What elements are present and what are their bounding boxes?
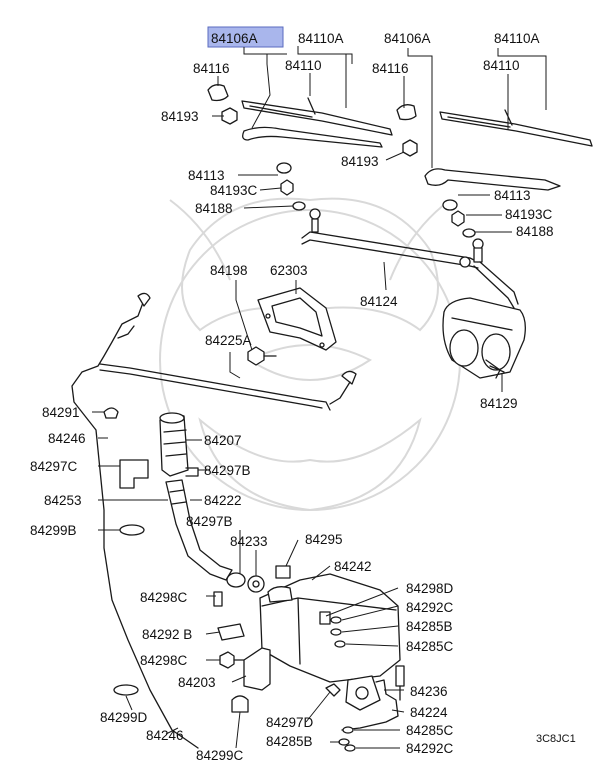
label-84193C-left[interactable]: 84193C xyxy=(210,183,258,198)
clamp-84299B xyxy=(119,524,145,536)
clamp-84297B-upper xyxy=(185,467,199,477)
label-84246-top[interactable]: 84246 xyxy=(48,431,86,446)
washer-84292C-top xyxy=(330,616,342,624)
label-84225A[interactable]: 84225A xyxy=(205,333,252,348)
bolt-84198 xyxy=(247,346,277,366)
label-84298C-bottom[interactable]: 84298C xyxy=(140,653,188,668)
label-84222[interactable]: 84222 xyxy=(204,493,242,508)
clamp-84299D xyxy=(113,684,139,696)
bracket-84203 xyxy=(243,647,271,691)
washer-84188-left xyxy=(292,201,306,211)
grommet-84233 xyxy=(247,575,265,593)
label-84110A-right[interactable]: 84110A xyxy=(494,31,540,46)
label-84110-right[interactable]: 84110 xyxy=(483,58,520,73)
label-84299B[interactable]: 84299B xyxy=(30,523,77,538)
highlight-box xyxy=(207,26,284,48)
label-84246-bottom[interactable]: 84246 xyxy=(146,728,184,743)
label-84106A-left[interactable]: 84106A xyxy=(211,31,258,46)
nut-84193-left xyxy=(221,107,238,125)
label-84113-left[interactable]: 84113 xyxy=(188,168,225,183)
wiper-blade-left xyxy=(241,97,393,136)
wiper-arm-left xyxy=(242,126,383,148)
clip-84291 xyxy=(103,407,119,419)
label-84106A-right[interactable]: 84106A xyxy=(384,31,431,46)
label-84124[interactable]: 84124 xyxy=(360,294,398,309)
nut-84193-mid xyxy=(402,139,418,157)
label-84110A-left[interactable]: 84110A xyxy=(298,31,344,46)
pump-84295 xyxy=(275,565,291,579)
bracket-84297C xyxy=(119,459,149,489)
leader-lines xyxy=(92,46,547,749)
label-84198[interactable]: 84198 xyxy=(210,263,248,278)
nut-84285C-bottom xyxy=(342,726,354,734)
label-84233[interactable]: 84233 xyxy=(230,534,268,549)
label-84292B[interactable]: 84292 B xyxy=(142,627,192,642)
part-labels: 84106A 84110A 84106A 84110A 84116 84110 … xyxy=(30,31,576,763)
label-84299D[interactable]: 84299D xyxy=(100,710,148,725)
label-84116-right[interactable]: 84116 xyxy=(372,61,409,76)
diagram-code: 3C8JC1 xyxy=(536,733,576,745)
label-84298D[interactable]: 84298D xyxy=(406,581,454,596)
label-84295[interactable]: 84295 xyxy=(305,532,343,547)
washer-motor-84236 xyxy=(345,675,387,711)
label-84224[interactable]: 84224 xyxy=(410,705,448,720)
gasket-62303 xyxy=(257,287,337,351)
washer-84188-right xyxy=(462,228,476,238)
label-84236[interactable]: 84236 xyxy=(410,684,448,699)
label-84203[interactable]: 84203 xyxy=(178,675,216,690)
label-84193-mid[interactable]: 84193 xyxy=(341,154,379,169)
label-84188-left[interactable]: 84188 xyxy=(195,201,233,216)
wiper-motor-84129 xyxy=(442,297,526,379)
label-84292C-top[interactable]: 84292C xyxy=(406,600,454,615)
label-84129[interactable]: 84129 xyxy=(480,396,518,411)
hose-84222 xyxy=(165,479,233,581)
label-84253[interactable]: 84253 xyxy=(44,493,82,508)
harness-84224 xyxy=(341,665,405,731)
bolt-84298C-lower xyxy=(219,651,247,669)
nut-84285B-top xyxy=(330,628,342,636)
label-84285C-bottom[interactable]: 84285C xyxy=(406,723,454,738)
grommet-84298C-top xyxy=(226,572,246,588)
label-62303[interactable]: 62303 xyxy=(270,263,308,278)
wiper-arm-right xyxy=(424,168,561,191)
nut-84285C-top xyxy=(334,640,346,648)
label-84285B-bottom[interactable]: 84285B xyxy=(266,734,313,749)
label-84188-right[interactable]: 84188 xyxy=(516,224,554,239)
filler-neck-84207 xyxy=(159,412,189,477)
bolt-84298D xyxy=(319,611,331,625)
label-84113-right[interactable]: 84113 xyxy=(494,188,531,203)
cap-84113-left xyxy=(276,162,292,174)
cap-84113-right xyxy=(442,199,458,211)
label-84285C-top[interactable]: 84285C xyxy=(406,639,454,654)
clamp-84299C xyxy=(231,695,249,713)
label-84297B-top[interactable]: 84297B xyxy=(204,463,251,478)
label-84193C-right[interactable]: 84193C xyxy=(505,207,553,222)
label-84291[interactable]: 84291 xyxy=(42,405,80,420)
label-84285B-top[interactable]: 84285B xyxy=(406,619,453,634)
wiper-blade-right xyxy=(439,109,593,147)
cap-84116-left xyxy=(207,84,229,102)
nut-84193C-left xyxy=(280,179,294,196)
label-84242[interactable]: 84242 xyxy=(334,559,372,574)
label-84297C[interactable]: 84297C xyxy=(30,459,78,474)
label-84292C-bottom[interactable]: 84292C xyxy=(406,741,454,756)
washer-84292C-bottom xyxy=(344,744,356,752)
clip-84297D xyxy=(325,683,341,697)
label-84297B-mid[interactable]: 84297B xyxy=(186,514,233,529)
label-84193-left[interactable]: 84193 xyxy=(161,109,199,124)
label-84207[interactable]: 84207 xyxy=(204,433,242,448)
nut-84285B-bottom xyxy=(338,738,350,746)
hose-84225A xyxy=(71,292,357,749)
cap-84116-right xyxy=(396,104,417,121)
label-84298C-top[interactable]: 84298C xyxy=(140,590,188,605)
label-84297D[interactable]: 84297D xyxy=(266,715,314,730)
label-84116-left[interactable]: 84116 xyxy=(193,61,230,76)
nut-84193C-right xyxy=(451,210,465,227)
linkage-84124 xyxy=(301,208,519,309)
label-84299C[interactable]: 84299C xyxy=(196,748,244,763)
label-84110-left[interactable]: 84110 xyxy=(285,58,322,73)
bracket-84292B xyxy=(217,623,245,641)
